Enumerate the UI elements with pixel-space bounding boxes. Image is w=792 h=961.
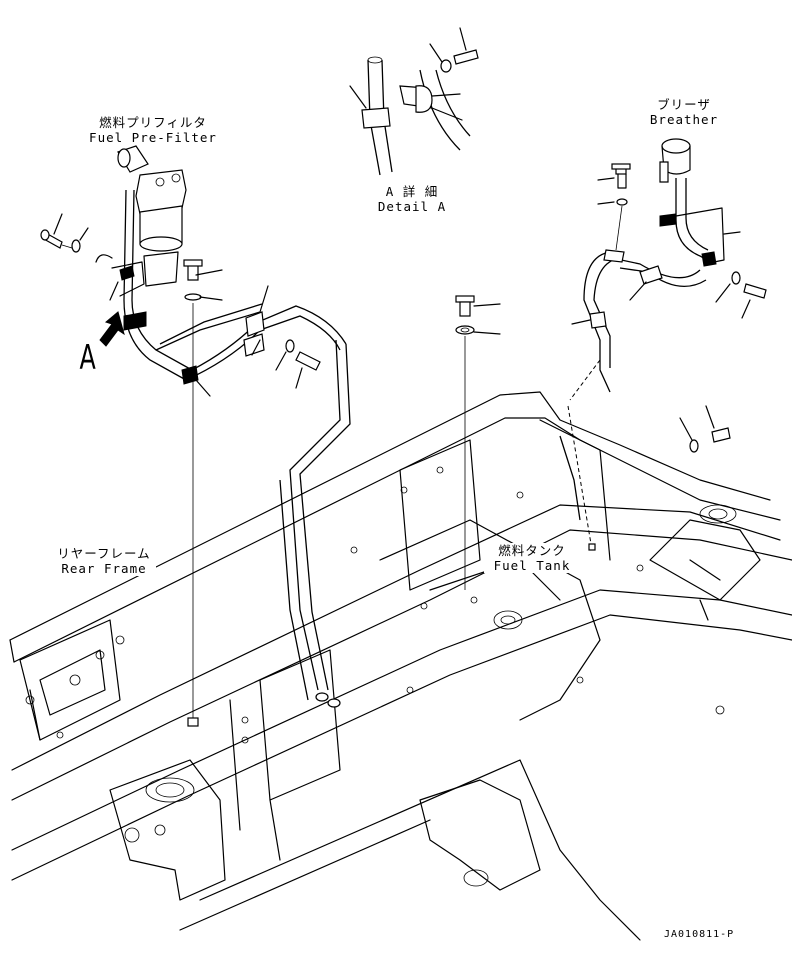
view-a-arrow	[99, 311, 125, 347]
breather-label: ブリーザ Breather	[636, 97, 732, 127]
detail-a-label-en: Detail A	[377, 199, 447, 214]
rear-frame	[9, 391, 792, 941]
fuel-tank-label-en: Fuel Tank	[493, 558, 571, 573]
fuel-prefilter-label-en: Fuel Pre-Filter	[89, 130, 217, 145]
fuel-prefilter-label: 燃料プリフィルタ Fuel Pre-Filter	[78, 115, 228, 145]
detail-a-label: A 詳 細 Detail A	[372, 184, 452, 214]
fuel-tank-label-jp: 燃料タンク	[498, 543, 566, 558]
detail-a-inset	[349, 27, 479, 176]
breather-assembly	[567, 138, 767, 551]
fuel-prefilter-label-jp: 燃料プリフィルタ	[99, 115, 207, 130]
fuel-prefilter	[40, 145, 187, 331]
fuel-tank-label: 燃料タンク Fuel Tank	[484, 543, 580, 573]
breather-hose-to-tank	[559, 435, 581, 521]
fuel-tank-mount-bolts	[455, 295, 731, 590]
rear-frame-label-en: Rear Frame	[61, 561, 147, 576]
view-a-marker: A	[79, 338, 96, 378]
fuel-hoses	[123, 189, 351, 727]
drawing-code: JA010811-P	[664, 929, 735, 940]
detail-a-label-jp: A 詳 細	[385, 184, 439, 199]
rear-frame-label-jp: リヤーフレーム	[57, 546, 151, 561]
breather-label-jp: ブリーザ	[657, 97, 711, 112]
breather-label-en: Breather	[649, 112, 719, 127]
rear-frame-label: リヤーフレーム Rear Frame	[52, 546, 156, 576]
